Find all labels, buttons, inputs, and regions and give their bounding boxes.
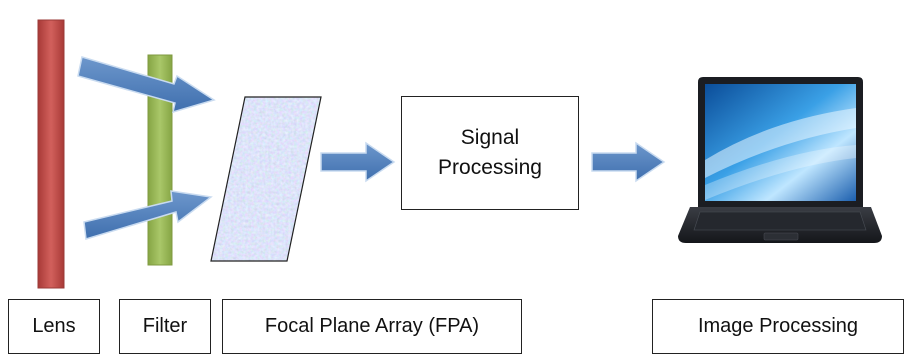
light-ray-arrow-upper — [77, 56, 216, 114]
fpa-label: Focal Plane Array (FPA) — [222, 299, 522, 354]
focal-plane-array — [210, 96, 322, 262]
arrow-fpa-to-signal — [320, 141, 396, 183]
arrow-signal-to-laptop — [591, 141, 666, 183]
signal-processing-line2: Processing — [438, 156, 542, 179]
signal-processing-box: Signal Processing — [401, 96, 579, 210]
filter-label: Filter — [119, 299, 211, 354]
light-ray-arrow-lower — [83, 190, 213, 240]
laptop-icon — [678, 77, 882, 243]
signal-processing-line1: Signal — [460, 126, 520, 149]
lens-bar — [37, 19, 65, 289]
image-processing-label: Image Processing — [652, 299, 904, 354]
image-processing-label-text: Image Processing — [697, 315, 859, 337]
lens-label-text: Lens — [32, 315, 76, 337]
fpa-label-text: Focal Plane Array (FPA) — [264, 315, 480, 337]
lens-label: Lens — [8, 299, 100, 354]
filter-label-text: Filter — [142, 315, 188, 337]
